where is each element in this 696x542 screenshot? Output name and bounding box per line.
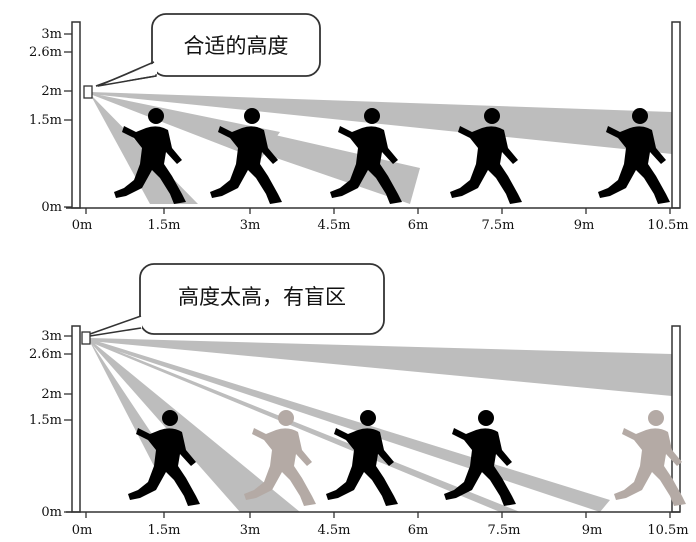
- x-tick-label: 7.5m: [481, 218, 514, 233]
- beam-wide: [90, 92, 672, 154]
- sensor-pole-right: [671, 21, 681, 209]
- y-tick-label: 1.5m: [29, 113, 62, 128]
- panel-appropriate-height: 3m 2.6m 2m 1.5m 0m 0m 1.5m 3m 4.5m 6m 7.…: [29, 13, 689, 233]
- y-tick-label: 0m: [41, 505, 62, 520]
- sensor-pole-left: [71, 325, 81, 513]
- y-tick-label: 2.6m: [29, 45, 62, 60]
- beam-low: [90, 340, 300, 512]
- beam-wide: [90, 338, 672, 396]
- x-tick-label: 9m: [582, 523, 603, 538]
- x-tick-label: 10.5m: [647, 523, 688, 538]
- beam-mid-2: [90, 93, 280, 160]
- panel-too-high-blind-zone: 3m 2.6m 2m 1.5m 0m 0m 1.5m 3m 4.5m 6m 7.…: [29, 263, 689, 538]
- x-tick-label: 0m: [72, 523, 93, 538]
- y-axis: [64, 335, 72, 513]
- x-tick-label: 0m: [72, 218, 93, 233]
- x-tick-label: 1.5m: [147, 218, 180, 233]
- callout-text: 合适的高度: [184, 34, 289, 58]
- x-tick-label: 4.5m: [317, 218, 350, 233]
- sensor-box: [83, 85, 93, 99]
- x-tick-label: 3m: [240, 523, 261, 538]
- y-tick-label: 2.6m: [29, 347, 62, 362]
- y-tick-label: 1.5m: [29, 413, 62, 428]
- y-tick-label: 3m: [41, 27, 62, 42]
- beam-mid-2: [90, 340, 520, 512]
- x-tick-label: 7.5m: [487, 523, 520, 538]
- x-axis: [85, 512, 671, 518]
- sensor-box: [81, 331, 91, 345]
- y-tick-label: 2m: [41, 84, 62, 99]
- callout-bubble: 合适的高度: [95, 13, 321, 87]
- y-tick-label: 3m: [41, 329, 62, 344]
- y-axis: [64, 33, 72, 208]
- x-tick-label: 9m: [574, 218, 595, 233]
- x-tick-label: 10.5m: [647, 218, 688, 233]
- callout-bubble: 高度太高，有盲区: [89, 263, 385, 337]
- y-tick-label: 2m: [41, 387, 62, 402]
- x-tick-label: 6m: [408, 218, 429, 233]
- walking-person-icon: [244, 410, 316, 506]
- x-tick-label: 1.5m: [147, 523, 180, 538]
- x-axis: [85, 208, 671, 214]
- x-tick-label: 6m: [408, 523, 429, 538]
- x-tick-label: 3m: [240, 218, 261, 233]
- callout-text: 高度太高，有盲区: [178, 285, 346, 309]
- y-tick-label: 0m: [41, 200, 62, 215]
- x-tick-label: 4.5m: [317, 523, 350, 538]
- sensor-pole-left: [71, 21, 81, 209]
